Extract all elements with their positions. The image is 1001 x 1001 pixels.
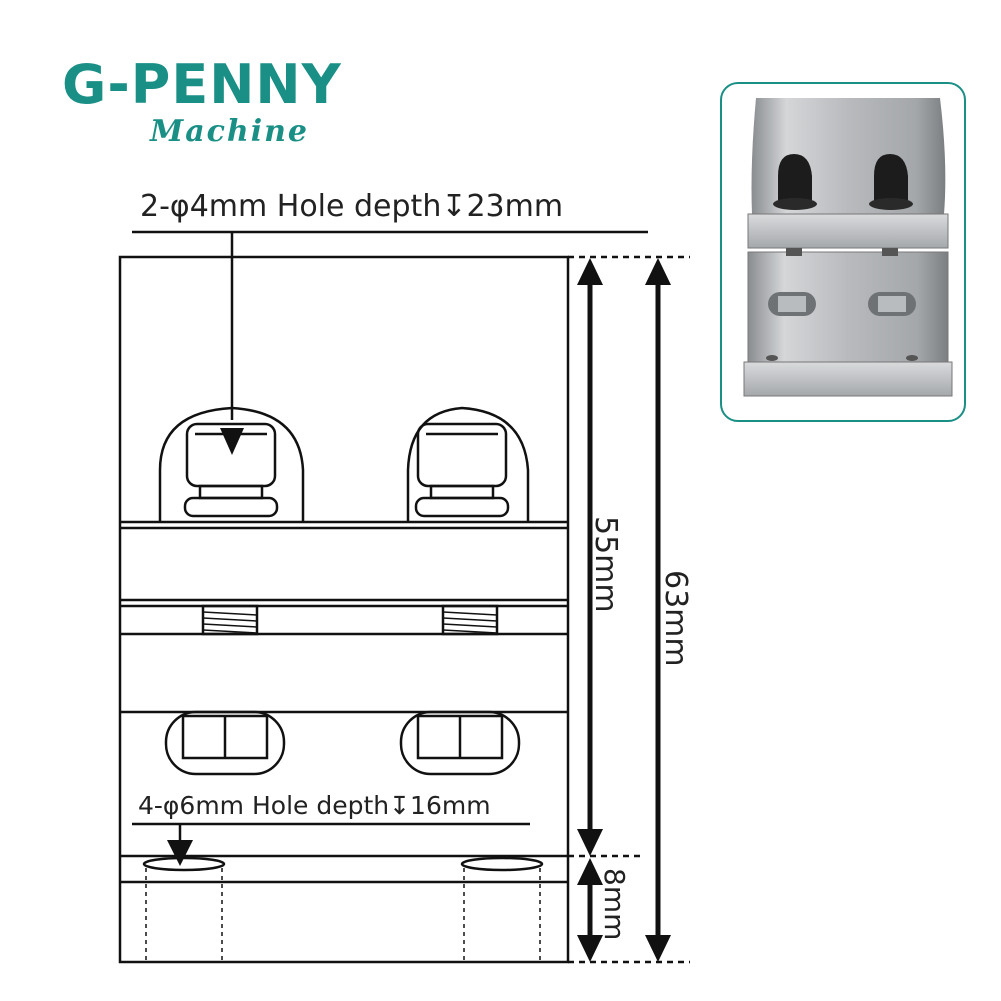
arrow-63-top — [645, 258, 671, 285]
right-thread-stud — [441, 604, 499, 636]
left-washer — [183, 496, 279, 518]
clamp-body-outline — [118, 255, 570, 964]
right-bolt-dome — [406, 406, 530, 522]
arrow-8-bottom — [577, 935, 603, 962]
right-nut-slot — [399, 710, 521, 776]
bottom-hole-note: 4-φ6mm Hole depth↧16mm — [138, 791, 491, 820]
arrow-55-top — [577, 258, 603, 285]
arrow-63-bottom — [645, 935, 671, 962]
right-washer — [414, 496, 510, 518]
brand-logo-subtitle: Machine — [150, 114, 310, 149]
brand-logo-text: G-PENNY — [62, 53, 342, 116]
left-mount-hole — [142, 856, 226, 872]
dimension-label-63: 63mm — [658, 570, 693, 667]
arrow-8-top — [577, 858, 603, 885]
left-bolt-dome — [158, 406, 305, 522]
left-thread-stud — [201, 604, 259, 636]
top-hole-arrow — [220, 428, 244, 455]
top-hole-note: 2-φ4mm Hole depth↧23mm — [140, 189, 564, 224]
right-mount-hole — [460, 856, 544, 872]
clamp-product-photo-icon — [743, 98, 953, 397]
arrow-55-bottom — [577, 829, 603, 856]
dimension-label-8: 8mm — [598, 868, 631, 941]
dimension-label-55: 55mm — [588, 516, 623, 613]
product-photo-frame — [720, 82, 966, 422]
left-nut-slot — [164, 710, 286, 776]
bottom-hole-arrow — [167, 840, 193, 866]
